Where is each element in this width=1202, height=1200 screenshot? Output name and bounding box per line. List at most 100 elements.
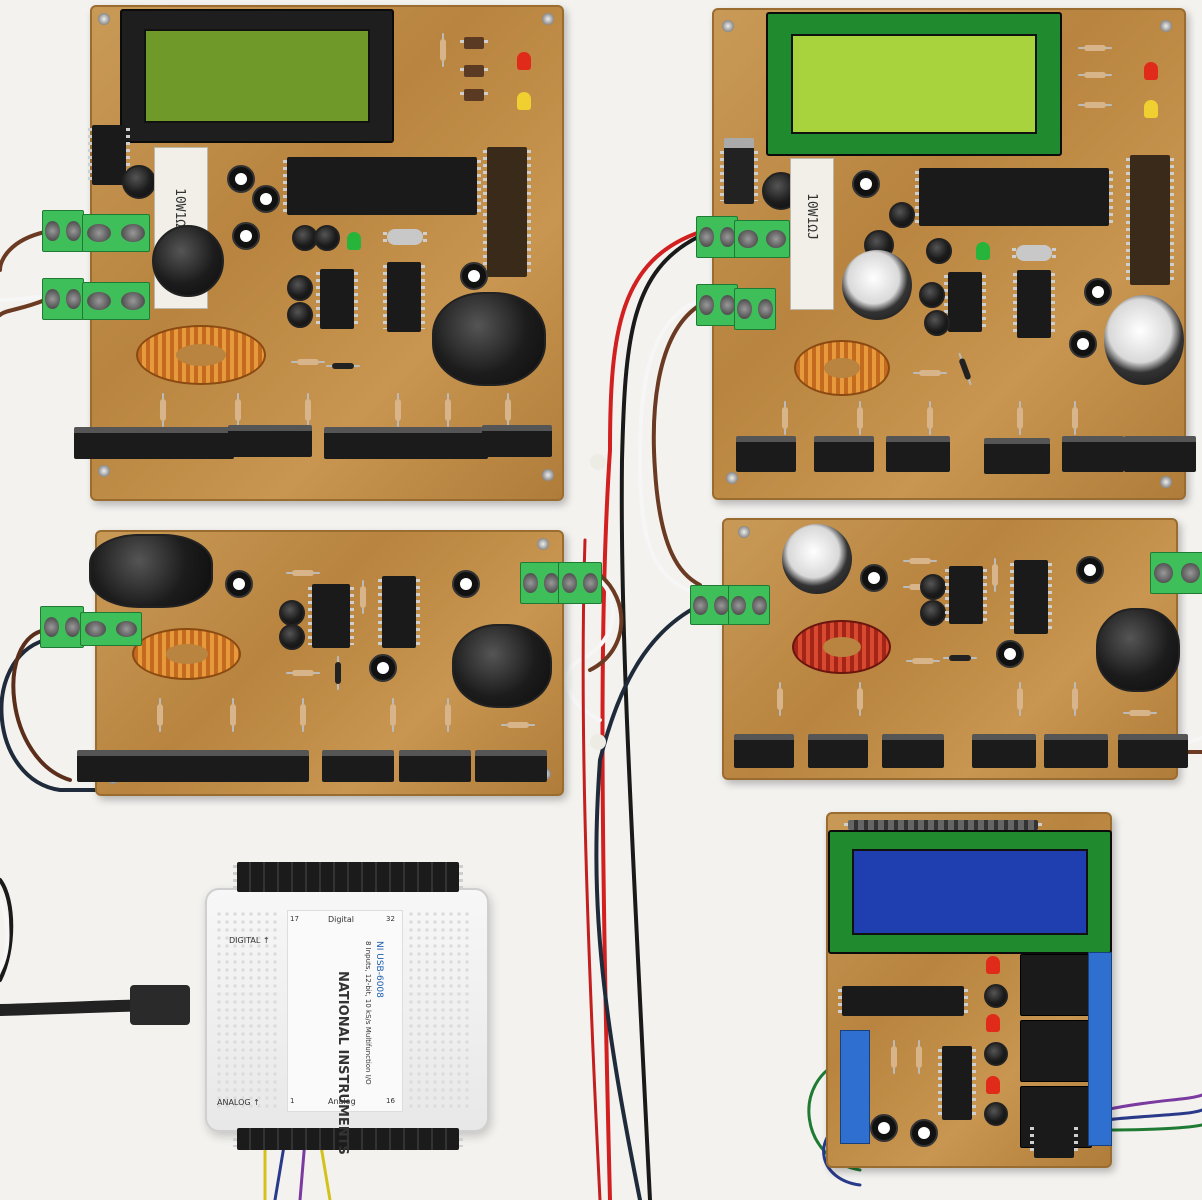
capacitor — [279, 600, 305, 626]
resistor — [992, 564, 998, 586]
daq-pin-32: 32 — [386, 915, 395, 923]
daq-label-digital: DIGITAL ↑ — [229, 936, 270, 945]
terminal-block-green — [42, 278, 84, 320]
screw — [98, 13, 110, 25]
resistor — [505, 399, 511, 421]
screw — [722, 20, 734, 32]
resistor — [235, 399, 241, 421]
daq-pin-17: 17 — [290, 915, 299, 923]
toroid-inductor — [794, 340, 890, 396]
toroid-inductor — [136, 325, 266, 385]
mosfet — [475, 750, 547, 782]
resistor — [777, 688, 783, 710]
electrolytic-capacitor-large — [89, 534, 213, 608]
trimmer — [870, 1114, 898, 1142]
trimmer — [460, 262, 488, 290]
mosfet — [77, 750, 161, 782]
diode — [949, 655, 971, 661]
lcd-display — [766, 12, 1062, 156]
mosfet — [808, 734, 868, 768]
relay — [1020, 954, 1092, 1016]
capacitor — [279, 624, 305, 650]
resistor — [927, 407, 933, 429]
toroid-inductor — [792, 620, 891, 674]
cable-tie — [590, 734, 606, 750]
resistor — [305, 399, 311, 421]
mosfet — [150, 427, 234, 459]
trimmer — [225, 570, 253, 598]
led-red — [986, 1014, 1000, 1032]
screw — [98, 465, 110, 477]
terminal-block-green — [1150, 552, 1202, 594]
ic-dip20 — [838, 986, 968, 1016]
diode — [958, 357, 972, 381]
capacitor — [924, 310, 950, 336]
daq-model: NI USB-6008 — [374, 941, 384, 998]
daq-brand: NATIONAL INSTRUMENTS — [335, 971, 350, 1155]
resistor — [230, 704, 236, 726]
lcd-display-blue — [828, 830, 1112, 954]
daq-digital-port: Digital — [328, 915, 354, 924]
dc-jack — [1030, 1124, 1078, 1158]
mosfet — [482, 425, 552, 457]
trimmer — [1076, 556, 1104, 584]
capacitor — [889, 202, 915, 228]
resistor — [912, 658, 934, 664]
dc-jack — [88, 125, 130, 185]
microcontroller — [915, 168, 1113, 226]
terminal-block-green — [82, 214, 150, 252]
led-green — [347, 232, 361, 250]
regulator — [720, 138, 758, 204]
power-resistor-marking: 10W1ΩJ — [804, 193, 819, 240]
mosfet — [1124, 436, 1196, 472]
resistor — [1084, 102, 1106, 108]
ni-usb-daq: NATIONAL INSTRUMENTS NI USB-6008 8 Input… — [205, 862, 489, 1155]
mosfet — [984, 438, 1050, 474]
mosfet — [322, 750, 394, 782]
mosfet — [324, 427, 408, 459]
led-yellow — [517, 92, 531, 110]
pcb-top-left: 10W1Ω — [74, 5, 564, 501]
electrolytic-capacitor — [782, 524, 852, 594]
crystal — [383, 229, 427, 245]
ic-dip14 — [1013, 270, 1055, 338]
screw — [738, 526, 750, 538]
mosfet — [225, 750, 309, 782]
trimmer — [852, 170, 880, 198]
screw — [537, 538, 549, 550]
trimmer — [227, 165, 255, 193]
mosfet — [1118, 734, 1188, 768]
trimmer — [1084, 278, 1112, 306]
electrolytic-capacitor-large — [432, 292, 546, 386]
diode — [335, 662, 341, 684]
daq-face: NATIONAL INSTRUMENTS NI USB-6008 8 Input… — [287, 910, 403, 1155]
terminal-strip-bottom — [233, 1128, 463, 1150]
ic-dip14 — [938, 1046, 976, 1120]
capacitor — [984, 984, 1008, 1008]
capacitor — [292, 225, 318, 251]
led-red — [986, 956, 1000, 974]
trimmer — [996, 640, 1024, 668]
trimmer — [369, 654, 397, 682]
resistor — [1084, 72, 1106, 78]
electrolytic-capacitor-large — [1104, 295, 1184, 385]
pin-header — [483, 147, 531, 277]
capacitor — [314, 225, 340, 251]
resistor — [300, 704, 306, 726]
terminal-block-green — [734, 288, 776, 330]
electrolytic-capacitor-large — [452, 624, 552, 708]
electrolytic-capacitor — [842, 250, 912, 320]
terminal-block-green — [520, 562, 562, 604]
pcb-bottom-right — [826, 812, 1112, 1168]
daq-pin-16: 16 — [386, 1097, 395, 1105]
terminal-block-green — [40, 606, 84, 648]
resistor — [909, 558, 931, 564]
resistor — [297, 359, 319, 365]
resistor — [507, 722, 529, 728]
trimmer — [252, 185, 280, 213]
terminal-block-green — [728, 585, 770, 625]
mosfet — [882, 734, 944, 768]
ic-dip14 — [378, 576, 420, 648]
usb-connector — [130, 985, 190, 1025]
pcb-middle-left — [77, 530, 564, 796]
